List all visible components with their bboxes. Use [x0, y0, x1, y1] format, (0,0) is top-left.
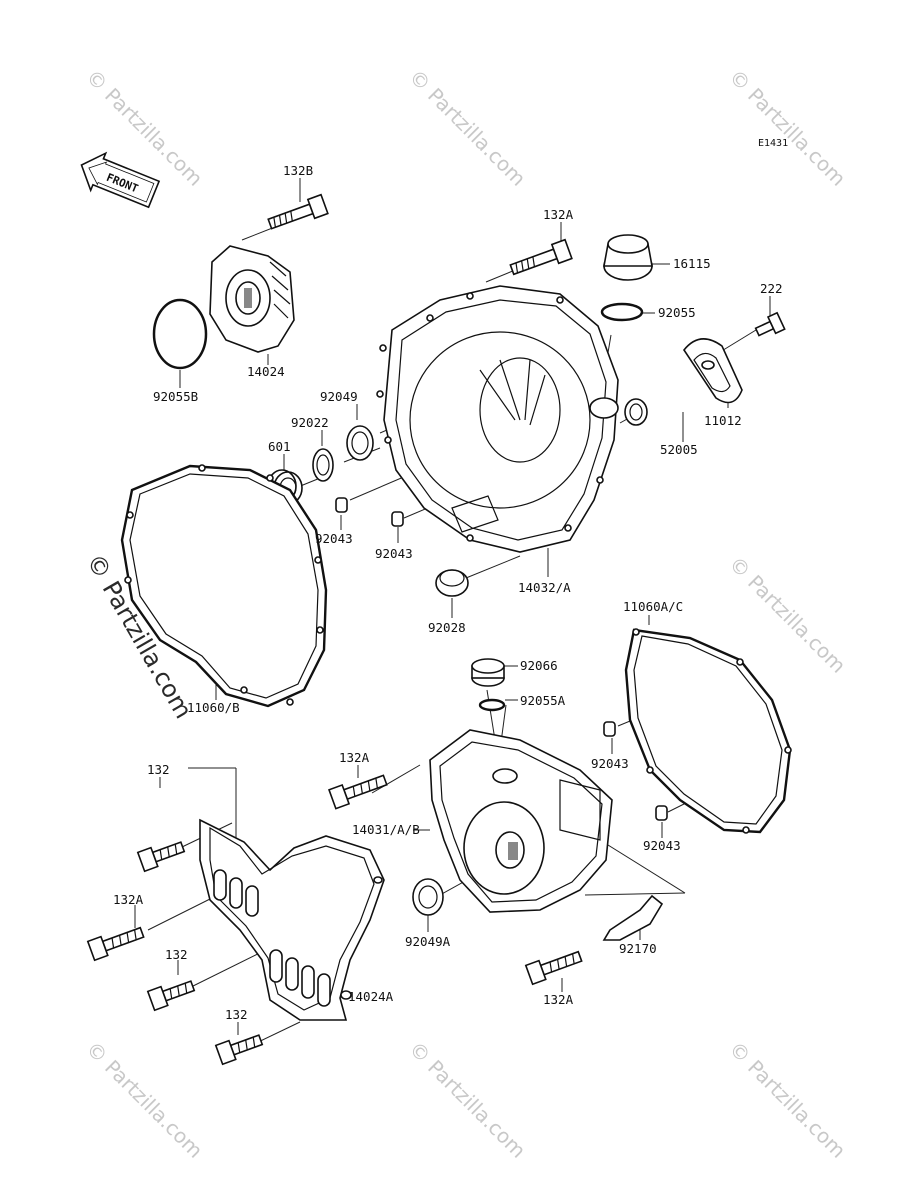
bolt-132a	[86, 926, 145, 962]
part-label-11060b[interactable]: 11060/B	[187, 700, 240, 715]
part-label-92066[interactable]: 92066	[520, 658, 558, 673]
gasket-11060ac	[624, 628, 792, 834]
gasket-11060b	[120, 464, 328, 708]
part-label-222[interactable]: 222	[760, 281, 783, 296]
part-label-14031ab[interactable]: 14031/A/B	[352, 822, 420, 837]
bolt-132	[136, 841, 186, 873]
o-ring-92055	[600, 302, 644, 322]
bolt-132a	[524, 950, 583, 986]
part-label-52005[interactable]: 52005	[660, 442, 698, 457]
part-label-132a[interactable]: 132A	[543, 207, 574, 222]
part-label-92043[interactable]: 92043	[375, 546, 413, 561]
seal-92049	[346, 425, 374, 461]
part-label-11012[interactable]: 11012	[704, 413, 742, 428]
water-pump-cover-14024	[209, 245, 295, 353]
watermark: © Partzilla.com	[724, 65, 850, 191]
bolt-132a	[328, 774, 388, 810]
front-arrow-icon: FRONT	[80, 151, 161, 209]
watermark: © Partzilla.com	[404, 65, 530, 191]
part-label-92055[interactable]: 92055	[658, 305, 696, 320]
part-label-14024[interactable]: 14024	[247, 364, 285, 379]
part-label-16115[interactable]: 16115	[673, 256, 711, 271]
bolt-132	[146, 980, 196, 1012]
o-ring-92055b	[152, 298, 208, 370]
oil-filler-cap-16115	[603, 234, 653, 281]
bolt-132	[214, 1034, 264, 1066]
bracket-92170	[602, 894, 664, 941]
watermark: © Partzilla.com	[404, 1037, 530, 1163]
oil-seal-52005	[624, 398, 648, 426]
cover-11012	[683, 338, 743, 404]
seal-92049a	[412, 878, 444, 916]
sprocket-cover-14024a	[199, 818, 385, 1021]
part-labels: 132B 132A 16115 92055 222 14024 92055B 1…	[113, 163, 783, 1022]
dowel-pin-92043	[335, 497, 348, 513]
bolt-132a	[509, 238, 573, 276]
part-label-132b[interactable]: 132B	[283, 163, 313, 178]
part-label-92022[interactable]: 92022	[291, 415, 329, 430]
cap-92028	[435, 569, 469, 597]
part-label-14032a[interactable]: 14032/A	[518, 580, 571, 595]
o-ring-92055a	[478, 698, 506, 712]
part-label-14024a[interactable]: 14024A	[348, 989, 394, 1004]
generator-cover-14031	[429, 729, 613, 913]
part-label-92049[interactable]: 92049	[320, 389, 358, 404]
part-label-132a[interactable]: 132A	[339, 750, 370, 765]
clutch-cover-14032	[376, 285, 619, 553]
part-label-92028[interactable]: 92028	[428, 620, 466, 635]
dowel-pin-92043	[391, 511, 404, 527]
part-label-132a[interactable]: 132A	[543, 992, 574, 1007]
watermark: © Partzilla.com	[724, 1037, 850, 1163]
part-label-92055a[interactable]: 92055A	[520, 693, 566, 708]
bolt-132b	[267, 193, 329, 230]
part-label-92049a[interactable]: 92049A	[405, 934, 451, 949]
part-label-92043[interactable]: 92043	[591, 756, 629, 771]
part-label-92055b[interactable]: 92055B	[153, 389, 198, 404]
screw-222	[754, 311, 786, 337]
part-label-132[interactable]: 132	[147, 762, 170, 777]
part-label-11060ac[interactable]: 11060A/C	[623, 599, 683, 614]
diagram-code: E1431	[758, 138, 788, 149]
part-label-132a[interactable]: 132A	[113, 892, 144, 907]
washer-92022	[312, 448, 334, 482]
part-label-132[interactable]: 132	[225, 1007, 248, 1022]
part-label-601[interactable]: 601	[268, 439, 291, 454]
watermark: © Partzilla.com	[724, 552, 850, 678]
watermark: © Partzilla.com	[81, 1037, 207, 1163]
part-label-92170[interactable]: 92170	[619, 941, 657, 956]
part-label-92043[interactable]: 92043	[315, 531, 353, 546]
plug-92066	[471, 658, 505, 687]
part-label-132[interactable]: 132	[165, 947, 188, 962]
part-label-92043[interactable]: 92043	[643, 838, 681, 853]
dowel-pin-92043	[655, 805, 668, 821]
dowel-pin-92043	[603, 721, 616, 737]
